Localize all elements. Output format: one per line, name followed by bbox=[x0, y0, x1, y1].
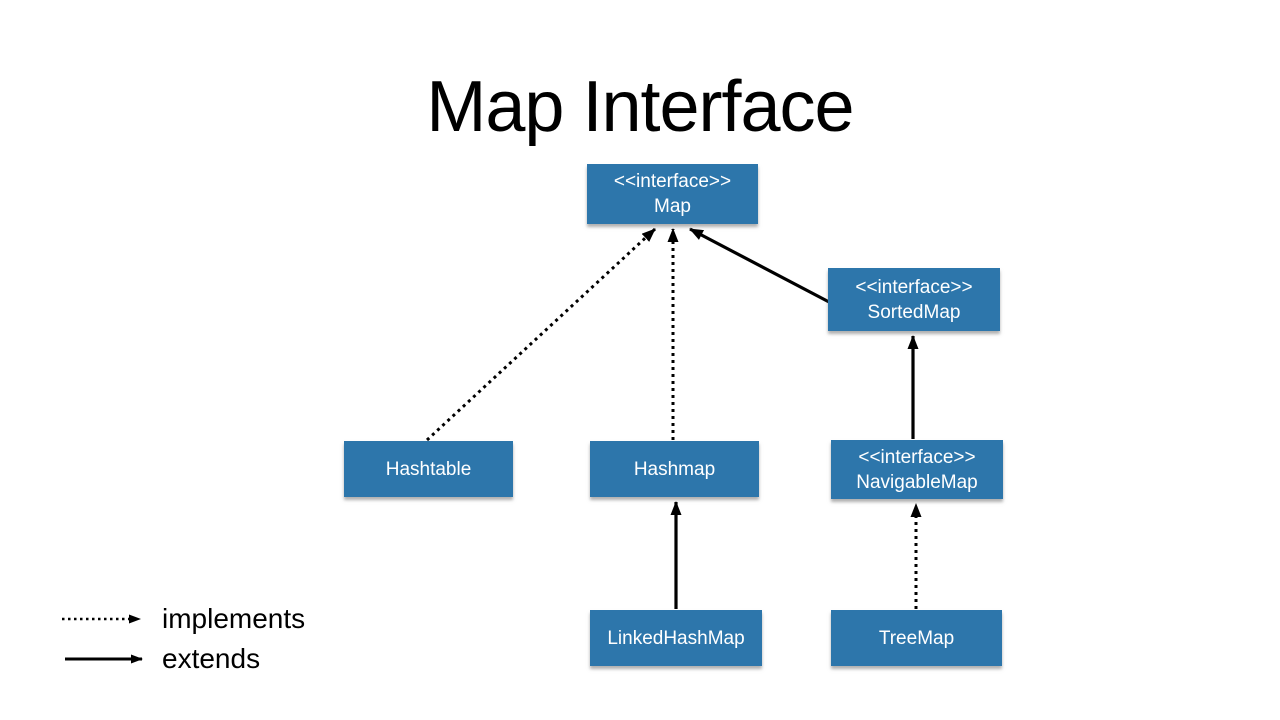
node-sortedmap-interface: <<interface>> SortedMap bbox=[828, 268, 1000, 331]
node-navigablemap-name: NavigableMap bbox=[856, 471, 978, 493]
node-sortedmap-name: SortedMap bbox=[867, 301, 961, 323]
node-linkedhashmap: LinkedHashMap bbox=[590, 610, 762, 666]
node-map-name: Map bbox=[654, 196, 691, 217]
legend-extends-label: extends bbox=[162, 643, 261, 674]
node-navigablemap-stereotype: <<interface>> bbox=[858, 446, 976, 468]
node-hashtable-name: Hashtable bbox=[385, 458, 472, 480]
node-map-interface: <<interface>> Map bbox=[587, 164, 758, 224]
node-hashmap: Hashmap bbox=[590, 441, 759, 497]
legend-implements-label: implements bbox=[162, 603, 306, 634]
node-navigablemap-interface: <<interface>> NavigableMap bbox=[831, 440, 1003, 499]
edge-hashtable-implements-map-arrow bbox=[425, 227, 657, 442]
node-hashtable: Hashtable bbox=[344, 441, 513, 497]
page-title: Map Interface bbox=[426, 67, 854, 147]
node-treemap-name: TreeMap bbox=[878, 627, 955, 649]
node-map-stereotype: <<interface>> bbox=[613, 171, 732, 192]
node-sortedmap-stereotype: <<interface>> bbox=[855, 276, 973, 298]
node-linkedhashmap-name: LinkedHashMap bbox=[607, 627, 745, 649]
node-hashmap-name: Hashmap bbox=[633, 458, 716, 480]
node-treemap: TreeMap bbox=[831, 610, 1002, 666]
edge-sortedmap-extends-map-arrow bbox=[689, 227, 832, 305]
